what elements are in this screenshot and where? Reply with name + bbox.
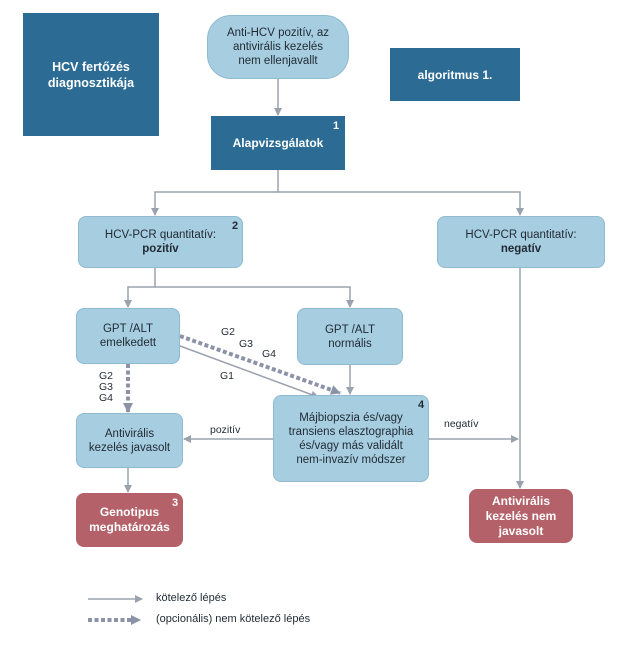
pcr-positive-line2: pozitív: [142, 243, 179, 255]
algorithm-box: algoritmus 1.: [390, 48, 520, 101]
gpt-elevated-line2: emelkedett: [99, 337, 157, 349]
legend-solid-label: kötelező lépés: [156, 592, 227, 604]
gpt-normal-line2: normális: [328, 337, 372, 350]
gpt-normal-box: GPT /ALT normális: [297, 308, 403, 365]
biopsy-box: Májbiopszia és/vagy transiens elasztogra…: [273, 395, 429, 482]
gpt-elevated-line1: GPT /ALT: [102, 323, 154, 335]
genotype-number: 3: [172, 497, 179, 509]
arrow-basic-neg: [278, 191, 524, 216]
treatment-not-recommended-line1: Antivirális: [491, 493, 551, 508]
label-negativ: negatív: [444, 418, 479, 430]
label-g4-top: G4: [262, 348, 277, 360]
label-g4-left: G4: [99, 392, 114, 404]
pcr-positive-box: HCV-PCR quantitatív: pozitív: [78, 216, 243, 268]
treatment-recommended-line2: kezelés javasolt: [88, 441, 171, 454]
arrow-pcr-gpt-norm: [155, 286, 354, 308]
arrow-dashed-biopsy: [179, 334, 341, 395]
gpt-elevated-box: GPT /ALT emelkedett: [76, 308, 180, 364]
biopsy-number: 4: [418, 399, 425, 411]
arrow-basic-branch: [151, 170, 279, 216]
title-line1: HCV fertőzés: [52, 59, 130, 74]
title-box: HCV fertőzés diagnosztikája: [23, 13, 159, 136]
start-node: Anti-HCV pozitív, az antivirális kezelés…: [207, 15, 349, 79]
label-pozitiv: pozitív: [210, 424, 241, 436]
start-line2: antivirális kezelés: [232, 41, 324, 53]
legend-dashed-label: (opcionális) nem kötelező lépés: [156, 613, 311, 625]
treatment-not-recommended-line2: kezelés nem: [485, 508, 557, 523]
gpt-normal-line1: GPT /ALT: [324, 323, 376, 336]
treatment-recommended-line1: Antivirális: [104, 427, 155, 440]
basic-tests-box: Alapvizsgálatok: [211, 116, 345, 170]
arrow-g1-biopsy: [179, 345, 319, 399]
treatment-not-recommended-line3: javasolt: [498, 523, 544, 538]
label-g3-top: G3: [239, 338, 254, 350]
start-line3: nem ellenjavallt: [238, 55, 318, 67]
algorithm-label: algoritmus 1.: [417, 67, 493, 82]
genotype-line1: Genotipus: [99, 505, 160, 519]
biopsy-line2: transiens elasztographia: [288, 425, 414, 438]
pcr-negative-box: HCV-PCR quantitatív: negatív: [437, 216, 605, 268]
label-g1: G1: [220, 370, 235, 382]
start-line1: Anti-HCV pozitív, az: [226, 27, 330, 39]
arrow-pcr-gpt-high: [124, 268, 156, 308]
pcr-negative-line1: HCV-PCR quantitatív:: [465, 229, 577, 241]
pcr-negative-line2: negatív: [500, 243, 542, 255]
pcr-positive-line1: HCV-PCR quantitatív:: [104, 229, 217, 241]
genotype-line2: meghatározás: [89, 520, 170, 534]
treatment-not-recommended-box: Antivirális kezelés nem javasolt: [469, 489, 573, 543]
genotype-box: Genotipus meghatározás: [76, 493, 183, 547]
label-g2-top: G2: [221, 326, 236, 338]
basic-tests-label: Alapvizsgálatok: [232, 136, 324, 150]
label-g3-left: G3: [99, 381, 114, 393]
treatment-recommended-box: Antivirális kezelés javasolt: [76, 413, 183, 468]
biopsy-line1: Májbiopszia és/vagy: [299, 411, 403, 424]
label-g2-left: G2: [99, 370, 114, 382]
title-line2: diagnosztikája: [47, 75, 135, 90]
basic-tests-number: 1: [333, 120, 340, 132]
biopsy-line3: és/vagy más validált: [299, 439, 403, 452]
biopsy-line4: nem-invazív módszer: [296, 453, 406, 466]
pcr-positive-number: 2: [232, 220, 239, 232]
